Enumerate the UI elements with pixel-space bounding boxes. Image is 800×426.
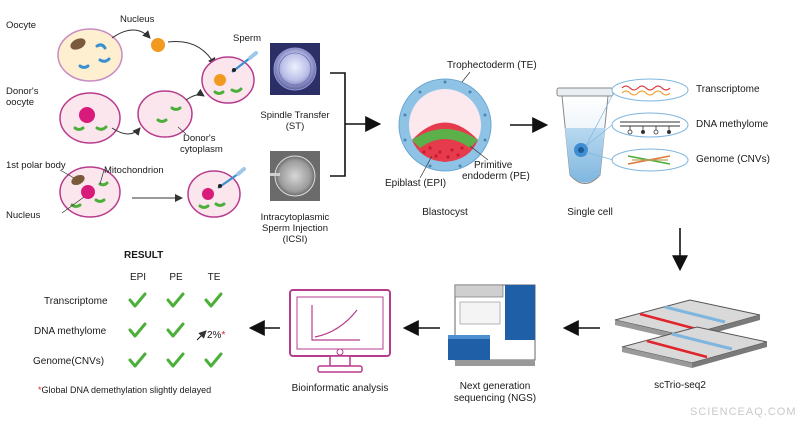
result-row-genome: Genome(CNVs) bbox=[33, 356, 105, 367]
check-transcriptome-pe bbox=[166, 292, 185, 308]
label-nucleus-top: Nucleus bbox=[120, 14, 155, 25]
label-st-1: Spindle Transfer bbox=[260, 110, 330, 121]
bioinfo-caption: Bioinformatic analysis bbox=[291, 383, 389, 394]
label-primitive-1: Primitive bbox=[474, 160, 513, 171]
ngs-caption-2: sequencing (NGS) bbox=[453, 393, 537, 404]
donor-cytoplasm bbox=[137, 90, 193, 138]
label-epiblast: Epiblast (EPI) bbox=[385, 178, 447, 189]
result-checks bbox=[128, 292, 223, 368]
leader-te bbox=[461, 71, 471, 83]
spindle-transfer-image bbox=[270, 43, 320, 95]
blastocyst bbox=[398, 78, 492, 172]
icsi-image bbox=[270, 151, 320, 201]
label-sperm: Sperm bbox=[233, 33, 261, 44]
single-cell-caption: Single cell bbox=[567, 207, 613, 218]
label-genome: Genome (CNVs) bbox=[696, 154, 770, 165]
check-methylome-pe bbox=[166, 322, 185, 338]
label-polar-body: 1st polar body bbox=[6, 160, 66, 171]
arrow-donor-to-cytoplasm bbox=[111, 127, 141, 136]
label-oocyte: Oocyte bbox=[6, 20, 37, 31]
result-row-transcriptome: Transcriptome bbox=[44, 296, 108, 307]
bioinfo-monitor bbox=[289, 289, 391, 373]
result-footnote: *Global DNA demethylation slightly delay… bbox=[38, 385, 211, 396]
arrow-nucleus-to-zygote bbox=[167, 40, 216, 66]
label-icsi-2: Sperm Injection bbox=[261, 223, 328, 234]
icsi-oocyte bbox=[187, 167, 246, 218]
check-genome-epi bbox=[128, 352, 147, 368]
check-methylome-epi bbox=[128, 322, 147, 338]
label-st-2: (ST) bbox=[285, 121, 305, 132]
leader-pe bbox=[469, 145, 489, 161]
result-col-pe: PE bbox=[169, 272, 183, 283]
check-genome-pe bbox=[166, 352, 185, 368]
ngs-caption-1: Next generation bbox=[459, 381, 531, 392]
leader-nucleus bbox=[61, 196, 85, 214]
leader-polar bbox=[59, 169, 75, 179]
label-icsi-1: Intracytoplasmic bbox=[260, 212, 330, 223]
reconstructed-oocyte bbox=[201, 51, 258, 104]
flag-asterisk: * bbox=[221, 330, 226, 341]
ngs-machine bbox=[448, 284, 536, 366]
flag-value: 2% bbox=[207, 330, 222, 341]
result-col-epi: EPI bbox=[129, 272, 147, 283]
single-cell-tube bbox=[556, 87, 614, 184]
label-transcriptome: Transcriptome bbox=[696, 84, 760, 95]
leader-epi bbox=[419, 155, 433, 179]
label-trophectoderm: Trophectoderm (TE) bbox=[447, 60, 537, 71]
isolated-nucleus bbox=[151, 38, 165, 52]
footnote-text: Global DNA demethylation slightly delaye… bbox=[41, 385, 212, 395]
omics-ovals bbox=[611, 78, 689, 172]
leader-cytoplasm bbox=[177, 126, 187, 135]
arrow-cytoplasm-to-zygote bbox=[185, 88, 205, 101]
check-genome-te bbox=[204, 352, 223, 368]
footnote-asterisk: * bbox=[38, 385, 42, 395]
label-icsi-3: (ICSI) bbox=[282, 234, 308, 245]
tube-to-ovals-lines bbox=[585, 93, 614, 161]
watermark: SCIENCEAQ.COM bbox=[690, 406, 797, 418]
result-te-methylome-value: 2%* bbox=[207, 330, 225, 341]
polar-body-oocyte bbox=[59, 166, 121, 218]
label-mitochondrion: Mitochondrion bbox=[104, 165, 164, 176]
label-nucleus-bottom: Nucleus bbox=[6, 210, 41, 221]
leader-mitochondrion bbox=[99, 169, 105, 185]
label-donors-cytoplasm-1: Donor's bbox=[183, 133, 216, 144]
check-transcriptome-te bbox=[204, 292, 223, 308]
label-dna-methylome: DNA methylome bbox=[696, 119, 769, 130]
result-title: RESULT bbox=[124, 250, 164, 261]
label-primitive-2: endoderm (PE) bbox=[462, 171, 530, 182]
result-col-te: TE bbox=[207, 272, 221, 283]
result-row-methylome: DNA methylome bbox=[34, 326, 107, 337]
blastocyst-caption: Blastocyst bbox=[422, 207, 468, 218]
methods-bracket bbox=[330, 72, 382, 177]
oocyte-cell bbox=[57, 28, 123, 82]
up-arrow-icon bbox=[196, 330, 207, 341]
label-donors-cytoplasm-2: cytoplasm bbox=[180, 144, 223, 155]
label-donors-oocyte-1: Donor's bbox=[6, 86, 39, 97]
label-donors-oocyte-2: oocyte bbox=[6, 97, 34, 108]
check-transcriptome-epi bbox=[128, 292, 147, 308]
sctrio-caption: scTrio-seq2 bbox=[654, 380, 706, 391]
sctrio-plates bbox=[614, 299, 768, 368]
arrow-oocyte-to-nucleus bbox=[111, 29, 151, 39]
donor-oocyte bbox=[59, 92, 121, 144]
